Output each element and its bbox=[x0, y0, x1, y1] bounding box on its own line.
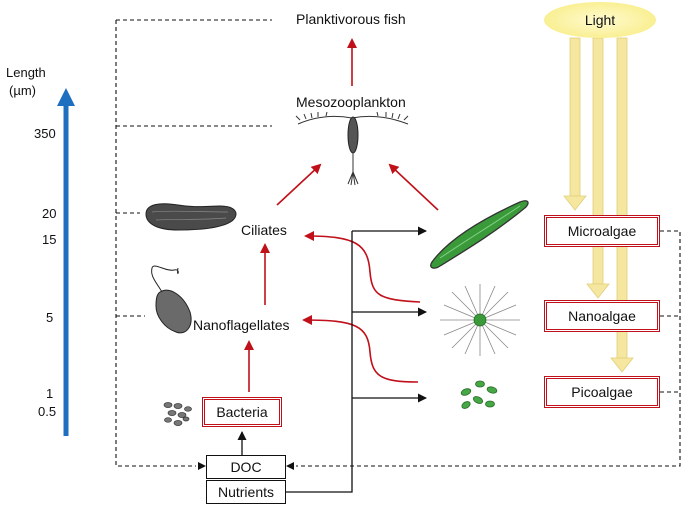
doc-box: DOC bbox=[206, 455, 286, 479]
nanoflagellate-icon bbox=[151, 265, 192, 334]
arrow-diatom-to-meso bbox=[388, 163, 439, 211]
nutrient-trunk bbox=[286, 231, 353, 493]
axis-title-unit: (µm) bbox=[9, 83, 36, 98]
radiolarian-icon bbox=[440, 284, 520, 356]
size-guides bbox=[115, 19, 681, 467]
label-nanoflagellates: Nanoflagellates bbox=[193, 317, 290, 333]
tick-0-5: 0.5 bbox=[38, 404, 57, 419]
tick-20: 20 bbox=[42, 206, 57, 221]
bacteria-label: Bacteria bbox=[216, 404, 268, 420]
bacteria-icon bbox=[163, 402, 192, 426]
label-mesozooplankton: Mesozooplankton bbox=[296, 94, 406, 110]
label-ciliates: Ciliates bbox=[241, 222, 287, 238]
guide-algae-doc bbox=[296, 230, 681, 467]
picoalgae-label: Picoalgae bbox=[571, 384, 633, 400]
ciliate-icon bbox=[145, 203, 237, 231]
tick-350: 350 bbox=[34, 126, 56, 141]
doc-right-arrowhead bbox=[286, 462, 294, 470]
arrow-radiolarian-to-ciliates bbox=[304, 231, 421, 303]
doc-left-arrowhead bbox=[198, 462, 206, 470]
arrow-ciliates-to-meso bbox=[276, 163, 322, 206]
bacteria-box: Bacteria bbox=[202, 397, 282, 427]
arrow-picoalgae-to-nanoflag bbox=[302, 315, 419, 383]
light-source: Light bbox=[544, 2, 656, 38]
size-axis bbox=[57, 88, 75, 436]
tick-15: 15 bbox=[42, 232, 57, 247]
axis-arrowhead bbox=[57, 88, 75, 106]
label-planktivorous-fish: Planktivorous fish bbox=[296, 11, 406, 27]
mesozooplankton-icon bbox=[295, 111, 409, 186]
nutrients-label: Nutrients bbox=[217, 484, 275, 500]
tick-1: 1 bbox=[46, 386, 54, 401]
light-beams bbox=[563, 37, 634, 373]
nutrient-arrows bbox=[237, 226, 427, 493]
doc-label: DOC bbox=[230, 459, 262, 475]
diatom-icon bbox=[430, 200, 529, 269]
nutrients-box: Nutrients bbox=[206, 480, 286, 504]
nanoalgae-box: Nanoalgae bbox=[544, 300, 660, 332]
light-label: Light bbox=[584, 12, 616, 28]
tick-5: 5 bbox=[46, 310, 54, 325]
axis-title-length: Length bbox=[6, 65, 46, 80]
trophic-arrows bbox=[244, 38, 439, 392]
microalgae-box: Microalgae bbox=[544, 215, 660, 247]
microalgae-label: Microalgae bbox=[567, 223, 637, 239]
picoalgae-box: Picoalgae bbox=[544, 376, 660, 408]
picoalgae-cells-icon bbox=[460, 380, 498, 409]
nanoalgae-label: Nanoalgae bbox=[568, 308, 636, 324]
guide-return-doc bbox=[115, 20, 196, 467]
